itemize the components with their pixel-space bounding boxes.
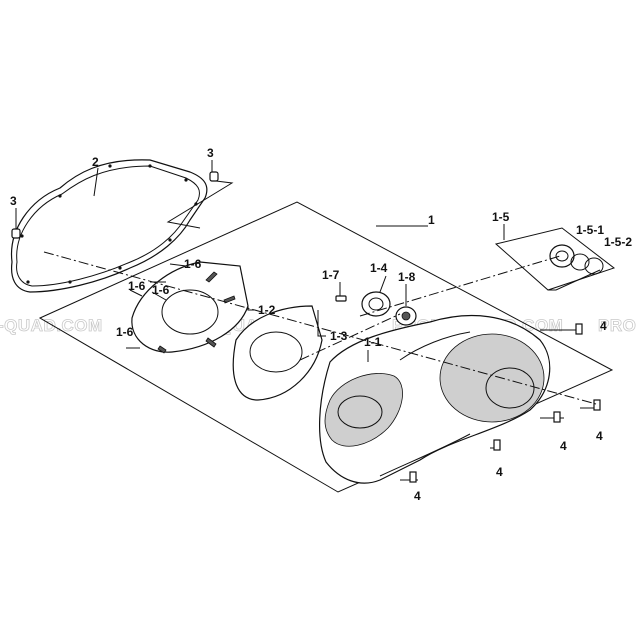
leader-2 — [93, 167, 99, 197]
callout-2: 2 — [92, 155, 99, 169]
callout-4-d: 4 — [496, 465, 503, 479]
callout-1-5: 1-5 — [492, 210, 510, 224]
cap-group-outline — [494, 227, 616, 291]
callout-1-7: 1-7 — [322, 268, 340, 282]
gasket-part — [10, 159, 208, 293]
leader-1-4 — [379, 275, 387, 293]
pin-leader — [166, 180, 234, 229]
main-cover-part — [319, 314, 551, 484]
callout-1-6-b: 1-6 — [128, 279, 146, 293]
assembly-group-outline — [38, 201, 614, 493]
callout-1-5-1: 1-5-1 — [576, 223, 604, 237]
inspection-cap-part — [549, 244, 604, 275]
cap-leader — [548, 269, 601, 291]
callout-1-6-c: 1-6 — [152, 283, 170, 297]
inner-plate-part — [131, 261, 249, 354]
watermark-far-right: PRO — [598, 316, 636, 335]
callout-1-8: 1-8 — [398, 270, 416, 284]
dowel-pin-top — [209, 171, 219, 182]
callout-1-5-2: 1-5-2 — [604, 235, 632, 249]
callout-4-a: 4 — [600, 319, 607, 333]
screw-1-7 — [335, 295, 347, 302]
leader-1-2 — [247, 306, 254, 311]
callout-1-4: 1-4 — [370, 261, 388, 275]
axis-line-upper — [299, 313, 401, 361]
callout-1-6-d: 1-6 — [116, 325, 134, 339]
callout-4-e: 4 — [414, 489, 421, 503]
callout-1-3: 1-3 — [330, 329, 348, 343]
callout-1-6-a: 1-6 — [184, 257, 202, 271]
axis-line-main — [43, 251, 597, 405]
watermark-left: -QUAD.COM — [0, 316, 103, 335]
leader-1-3 — [317, 310, 326, 337]
callout-3-left: 3 — [10, 194, 17, 208]
bearing-part — [395, 306, 417, 326]
cover-gasket-part — [232, 305, 323, 401]
bolt-set — [400, 323, 601, 483]
axis-line-cap — [359, 255, 561, 317]
callout-4-c: 4 — [560, 439, 567, 453]
callout-1: 1 — [428, 213, 435, 227]
callout-1-2: 1-2 — [258, 303, 276, 317]
callout-4-b: 4 — [596, 429, 603, 443]
callout-3-top: 3 — [207, 146, 214, 160]
seal-part — [361, 291, 391, 317]
callout-1-1: 1-1 — [364, 335, 382, 349]
dowel-pin-left — [11, 228, 21, 239]
